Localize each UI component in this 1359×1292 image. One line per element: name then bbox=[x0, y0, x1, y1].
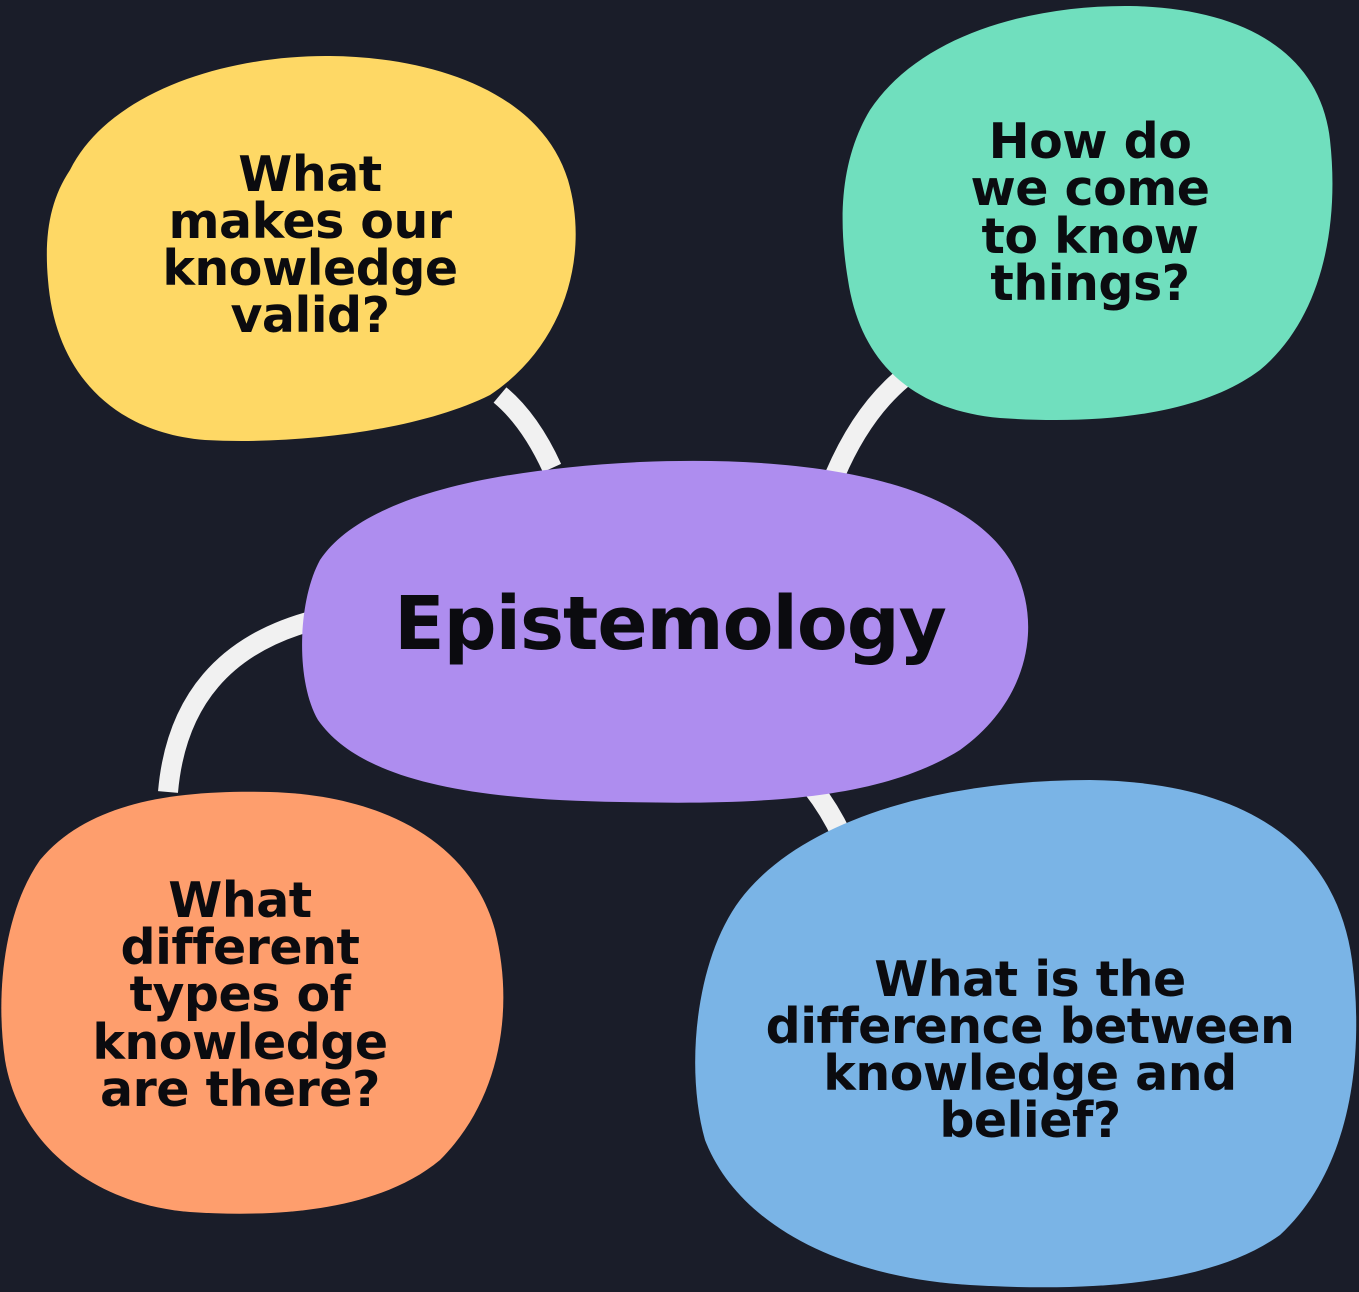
top-left-question: What makes our knowledge valid? bbox=[120, 140, 500, 350]
bottom-left-bubble bbox=[1, 791, 504, 1214]
question-line: knowledge bbox=[92, 1013, 388, 1071]
bottom-left-question: What different types of knowledge are th… bbox=[45, 865, 435, 1125]
question-line: different bbox=[120, 919, 360, 977]
question-line: difference between bbox=[765, 997, 1295, 1055]
center-topic-text: Epistemology bbox=[394, 581, 947, 668]
question-line: knowledge and bbox=[823, 1045, 1237, 1102]
connector-top-left bbox=[493, 387, 562, 473]
bottom-right-bubble bbox=[695, 780, 1357, 1288]
question-line: How do bbox=[988, 113, 1192, 171]
question-line: valid? bbox=[230, 287, 390, 345]
question-line: What bbox=[238, 145, 382, 203]
top-right-bubble bbox=[842, 5, 1333, 421]
question-line: we come bbox=[970, 160, 1210, 218]
top-left-bubble bbox=[46, 55, 576, 441]
question-line: What is the bbox=[874, 950, 1186, 1008]
top-right-question: How do we come to know things? bbox=[920, 105, 1260, 320]
question-line: makes our bbox=[168, 192, 452, 250]
bottom-right-question: What is the difference between knowledge… bbox=[720, 945, 1340, 1155]
question-line: are there? bbox=[100, 1060, 380, 1118]
question-line: knowledge bbox=[162, 240, 458, 297]
connector-bottom-left bbox=[158, 610, 318, 793]
question-line: What bbox=[168, 872, 312, 930]
question-line: things? bbox=[990, 254, 1190, 312]
question-line: to know bbox=[981, 207, 1199, 265]
question-line: belief? bbox=[939, 1092, 1121, 1150]
center-bubble bbox=[302, 460, 1029, 803]
connector-top-right bbox=[825, 370, 910, 479]
center-topic-label: Epistemology bbox=[330, 560, 1010, 690]
question-line: types of bbox=[129, 966, 351, 1024]
